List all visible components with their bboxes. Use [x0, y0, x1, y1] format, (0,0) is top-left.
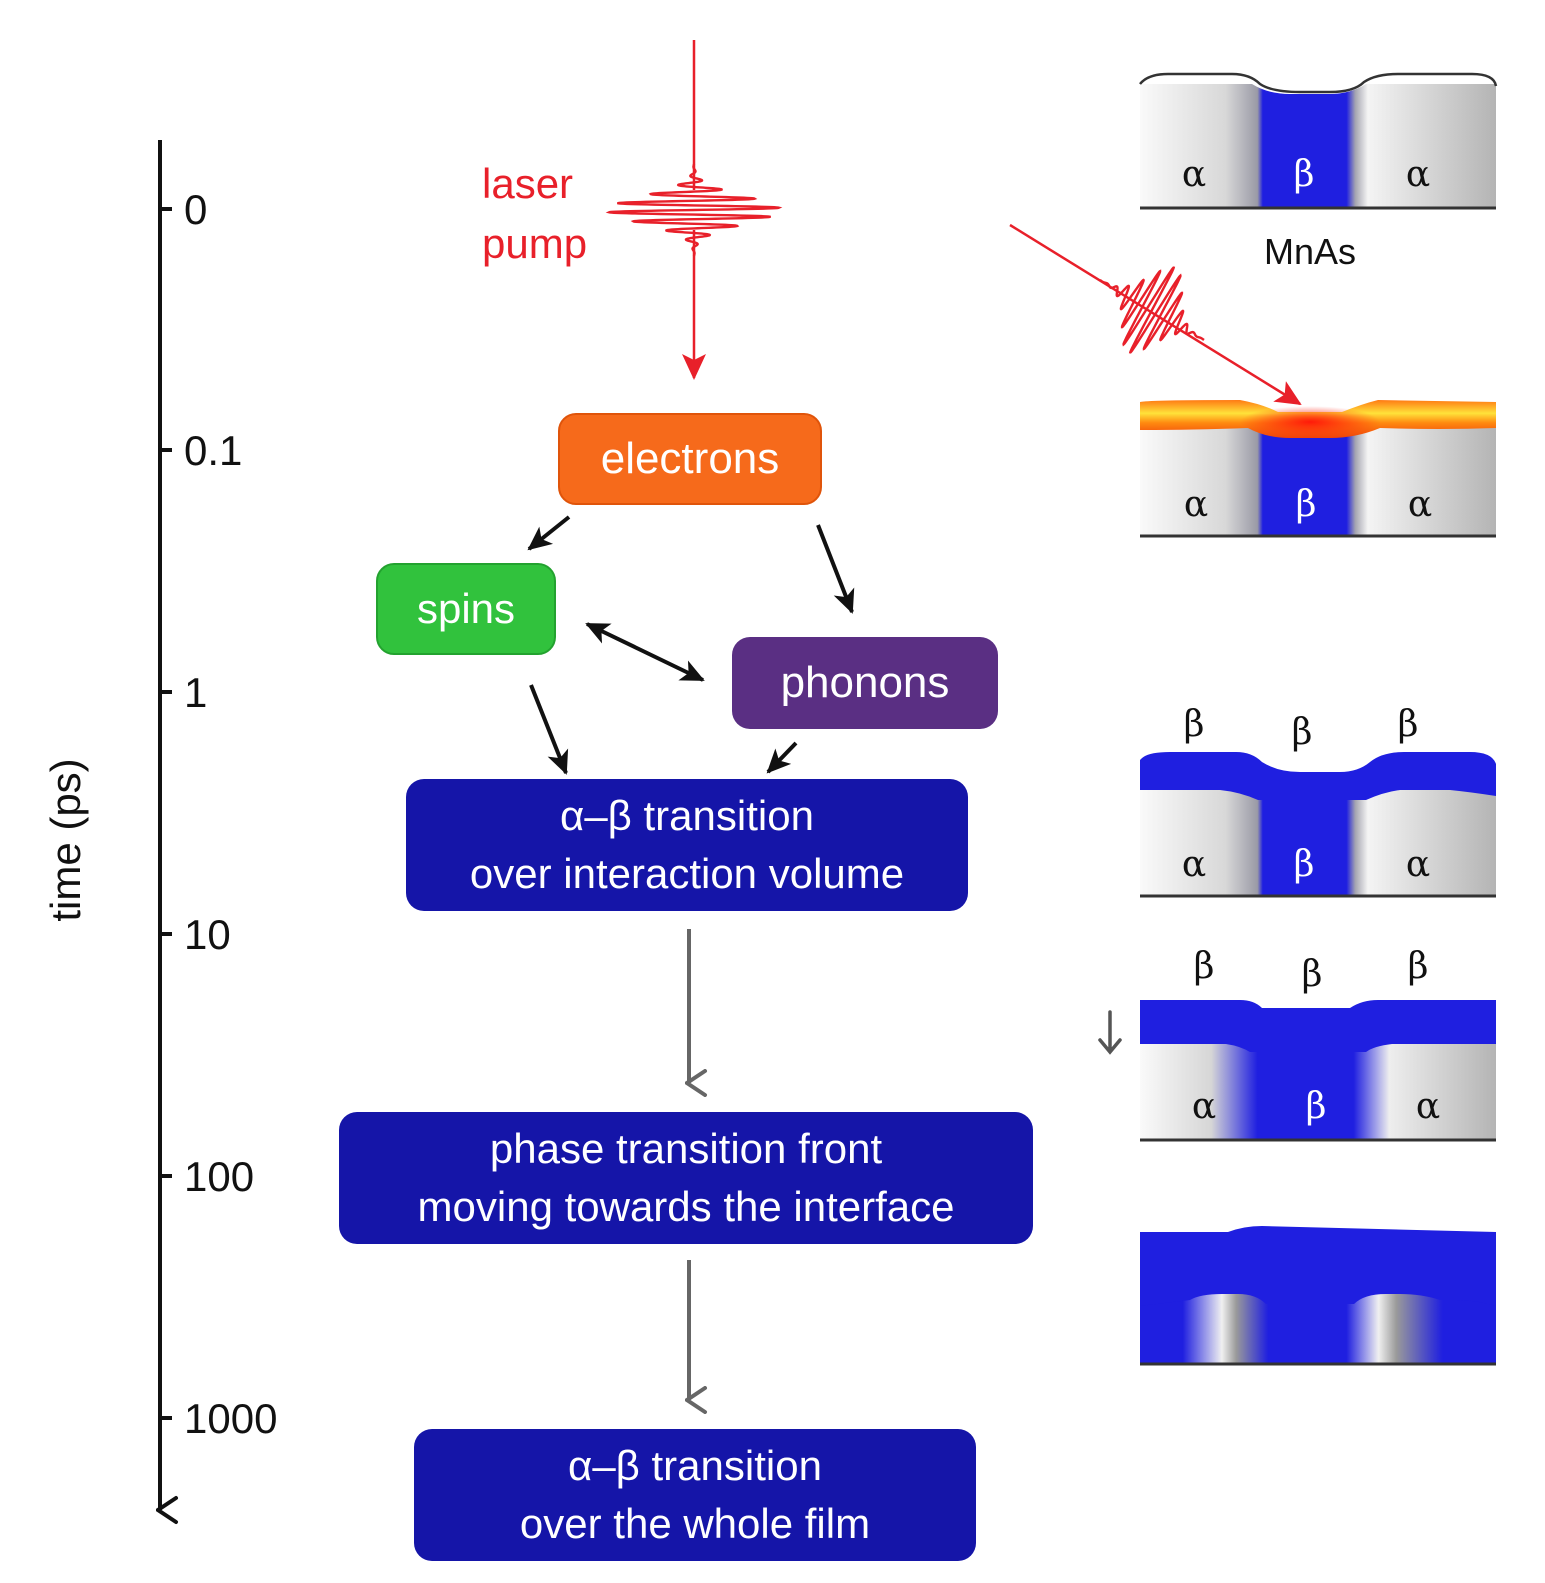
laser-pulse-diagonal-icon	[1099, 266, 1205, 354]
panel4-alpha-right: α	[1416, 1086, 1440, 1127]
electrons-box: electrons	[558, 413, 822, 505]
arrow-electrons-phonons	[816, 524, 855, 614]
sample-panel-heated: α β α	[1140, 400, 1496, 538]
panel3-beta-top-right: β	[1398, 704, 1419, 745]
laser-pulse-icon	[605, 163, 783, 257]
process-arrows	[527, 515, 855, 1400]
transition-volume-box: α–β transition over interaction volume	[406, 779, 968, 911]
panel3-beta-top-left: β	[1184, 704, 1205, 745]
arrow-electrons-spins	[527, 515, 571, 551]
arrow-phonons-transition	[766, 741, 798, 774]
arrow-spins-phonons	[585, 622, 705, 682]
transition-front-box: phase transition front moving towards th…	[339, 1112, 1033, 1244]
transition-film-line2: over the whole film	[519, 1500, 871, 1547]
sample-panel-surface-beta: β β β α β α	[1140, 704, 1496, 898]
axis-title: time (ps)	[42, 758, 89, 921]
tick-label-100: 100	[184, 1153, 254, 1200]
laser-pump-diagonal	[1009, 223, 1302, 406]
panel3-alpha-left: α	[1182, 844, 1206, 885]
phonons-box: phonons	[732, 637, 998, 729]
sample-panel-front: β β β α β α	[1098, 946, 1496, 1142]
sample-panel-initial: α β α MnAs	[1139, 72, 1498, 272]
panel4-beta-top-right: β	[1408, 946, 1429, 987]
panel2-alpha-right: α	[1408, 484, 1432, 525]
panel1-beta: β	[1294, 154, 1315, 195]
laser-label-line1: laser	[482, 160, 573, 207]
down-arrow-icon	[1098, 1010, 1122, 1055]
spins-box: spins	[376, 563, 556, 655]
laser-pump: laser pump	[482, 40, 783, 380]
electrons-label: electrons	[600, 433, 780, 483]
transition-volume-line1: α–β transition	[560, 792, 814, 840]
panel3-alpha-right: α	[1406, 844, 1430, 885]
arrow-spins-transition	[529, 684, 569, 775]
sample-panel-whole-film	[1140, 1226, 1496, 1366]
phonons-label: phonons	[780, 657, 950, 707]
transition-volume-line2: over interaction volume	[469, 850, 905, 897]
panel4-alpha-left: α	[1192, 1086, 1216, 1127]
tick-label-0-1: 0.1	[184, 427, 242, 474]
panel4-beta-top-left: β	[1194, 946, 1215, 987]
panel4-beta: β	[1306, 1086, 1327, 1127]
panel2-alpha-left: α	[1184, 484, 1208, 525]
transition-front-line2: moving towards the interface	[417, 1183, 955, 1230]
panel3-beta-top-mid: β	[1292, 712, 1313, 753]
tick-label-0: 0	[184, 186, 207, 233]
laser-label-line2: pump	[482, 220, 587, 267]
panel1-alpha-right: α	[1406, 154, 1430, 195]
panel2-beta: β	[1296, 484, 1317, 525]
panel4-beta-top-mid: β	[1302, 954, 1323, 995]
material-label: MnAs	[1264, 231, 1356, 272]
tick-label-1: 1	[184, 669, 207, 716]
transition-front-line1: phase transition front	[489, 1125, 883, 1173]
transition-film-box: α–β transition over the whole film	[414, 1429, 976, 1561]
panel3-beta: β	[1294, 844, 1315, 885]
tick-label-10: 10	[184, 911, 231, 958]
panel1-alpha-left: α	[1182, 154, 1206, 195]
tick-label-1000: 1000	[184, 1395, 277, 1442]
transition-film-line1: α–β transition	[568, 1442, 822, 1490]
time-axis: 0 0.1 1 10 100 1000 time (ps)	[42, 140, 277, 1510]
spins-label: spins	[416, 585, 516, 633]
